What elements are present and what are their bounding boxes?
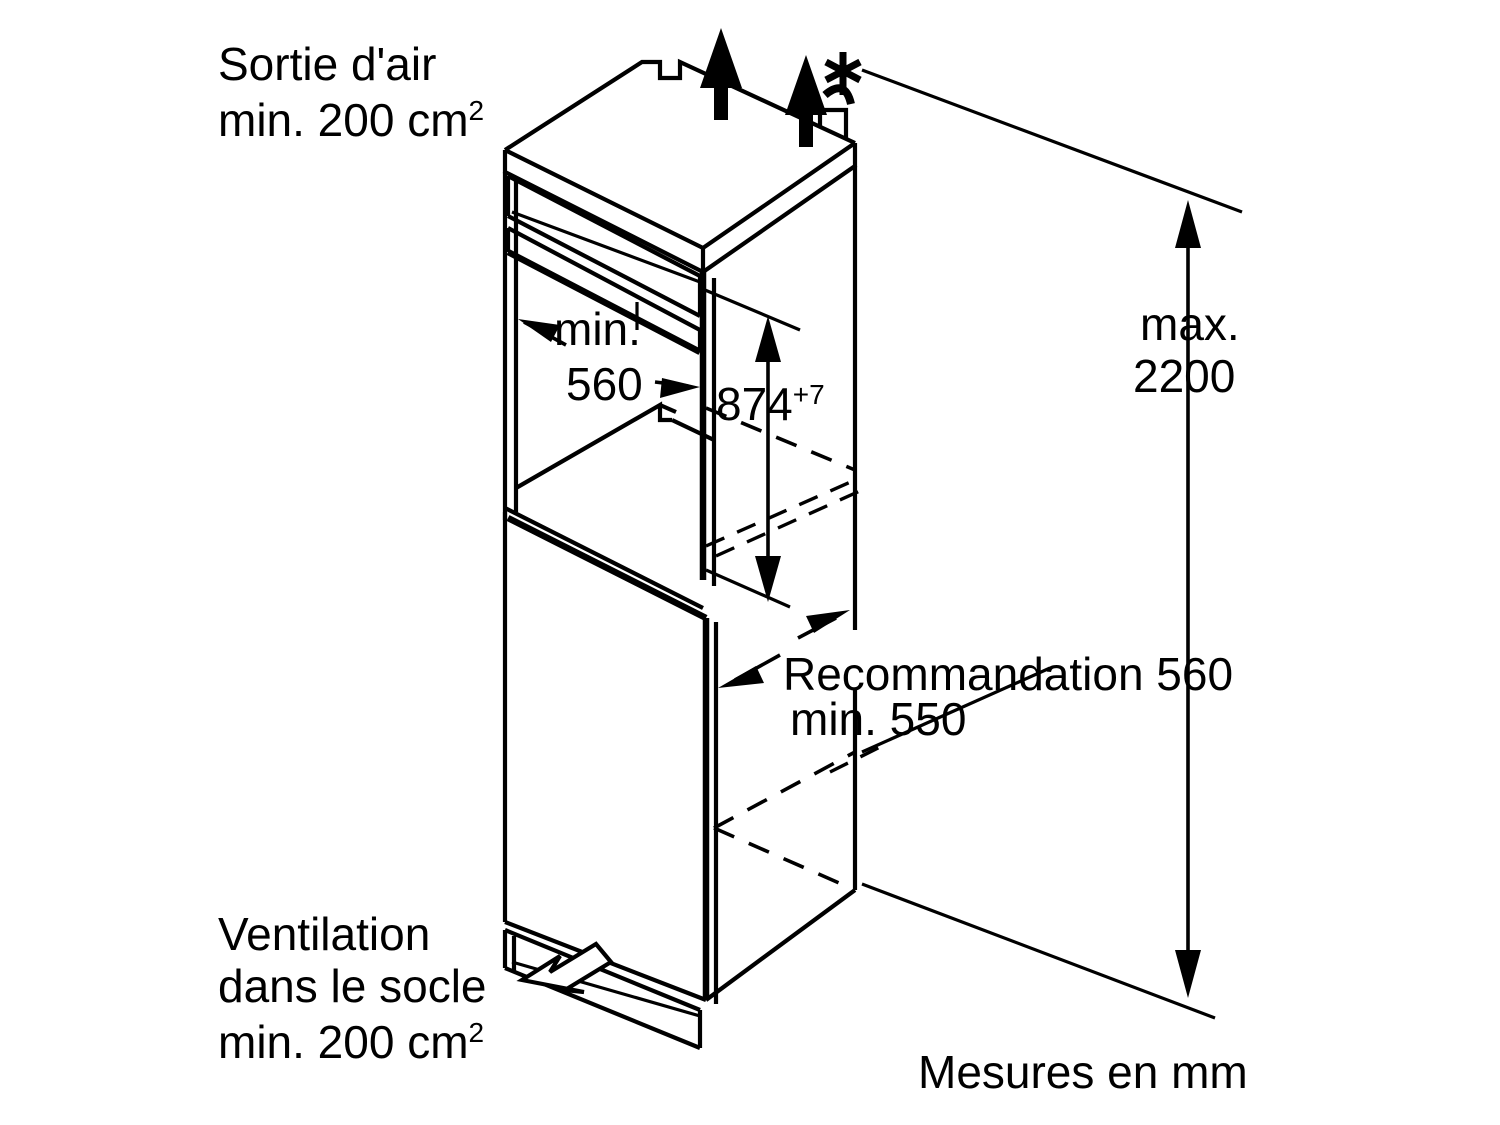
cabinet-lower-door [502, 512, 719, 1004]
air-outlet-arrow-left-icon [700, 28, 742, 120]
plinth-label-line2: dans le socle [218, 960, 487, 1012]
air-outlet-arrow-right-icon [785, 55, 827, 147]
plinth-label-line3: min. 200 cm2 [218, 1016, 484, 1068]
plinth-vent-arrow-icon [516, 941, 615, 995]
air-outlet-label-line1: Sortie d'air [218, 38, 436, 90]
units-label: Mesures en mm [918, 1046, 1248, 1098]
air-outlet-caption: Sortie d'air min. 200 cm2 [218, 38, 484, 146]
max-height-arrow-icon [1175, 200, 1201, 998]
dim-niche-depth: Recommandation 560 min. 550 [718, 610, 1233, 745]
dim-max-height: max. 2200 [1133, 200, 1240, 998]
dim-niche-width: min. 560 [518, 303, 700, 410]
cabinet-left-wall-upper [502, 172, 519, 512]
width-arrow-left-icon [518, 319, 567, 347]
hidden-back-lines-upper [705, 406, 863, 558]
plinth-ventilation-caption: Ventilation dans le socle min. 200 cm2 [218, 908, 615, 1068]
max-height-label-line1: max. [1140, 298, 1240, 350]
footnote-leader-line [861, 68, 1243, 214]
cabinet-middle-shelf [502, 401, 715, 621]
cabinet-outline [502, 58, 1216, 1050]
plinth-socle [502, 928, 703, 1050]
max-height-label-line2: 2200 [1133, 350, 1235, 402]
dim-niche-height: 874+7 [704, 288, 825, 609]
air-outlet-arrows [700, 28, 1243, 214]
height-ext-line-top [704, 288, 801, 332]
niche-width-label-line2: 560 [566, 358, 643, 410]
plinth-label-line1: Ventilation [218, 908, 430, 960]
footnote-marker-icon [822, 52, 862, 106]
niche-height-label: 874+7 [716, 378, 825, 430]
depth-label-line1: Recommandation 560 [783, 648, 1233, 700]
cabinet-inner-back-edge [699, 272, 717, 586]
depth-label-line2: min. 550 [790, 693, 966, 745]
cabinet-floor-lines [704, 666, 1216, 1020]
air-outlet-label-line2: min. 200 cm2 [218, 94, 484, 146]
depth-arrow-lower-icon [718, 653, 781, 688]
units-caption: Mesures en mm [918, 1046, 1248, 1098]
niche-width-label-line1: min. [554, 303, 641, 355]
height-ext-line-bottom [705, 568, 791, 609]
height-arrow-icon [755, 316, 781, 602]
depth-arrow-upper-icon [797, 610, 850, 640]
width-arrow-right-icon [654, 378, 700, 398]
